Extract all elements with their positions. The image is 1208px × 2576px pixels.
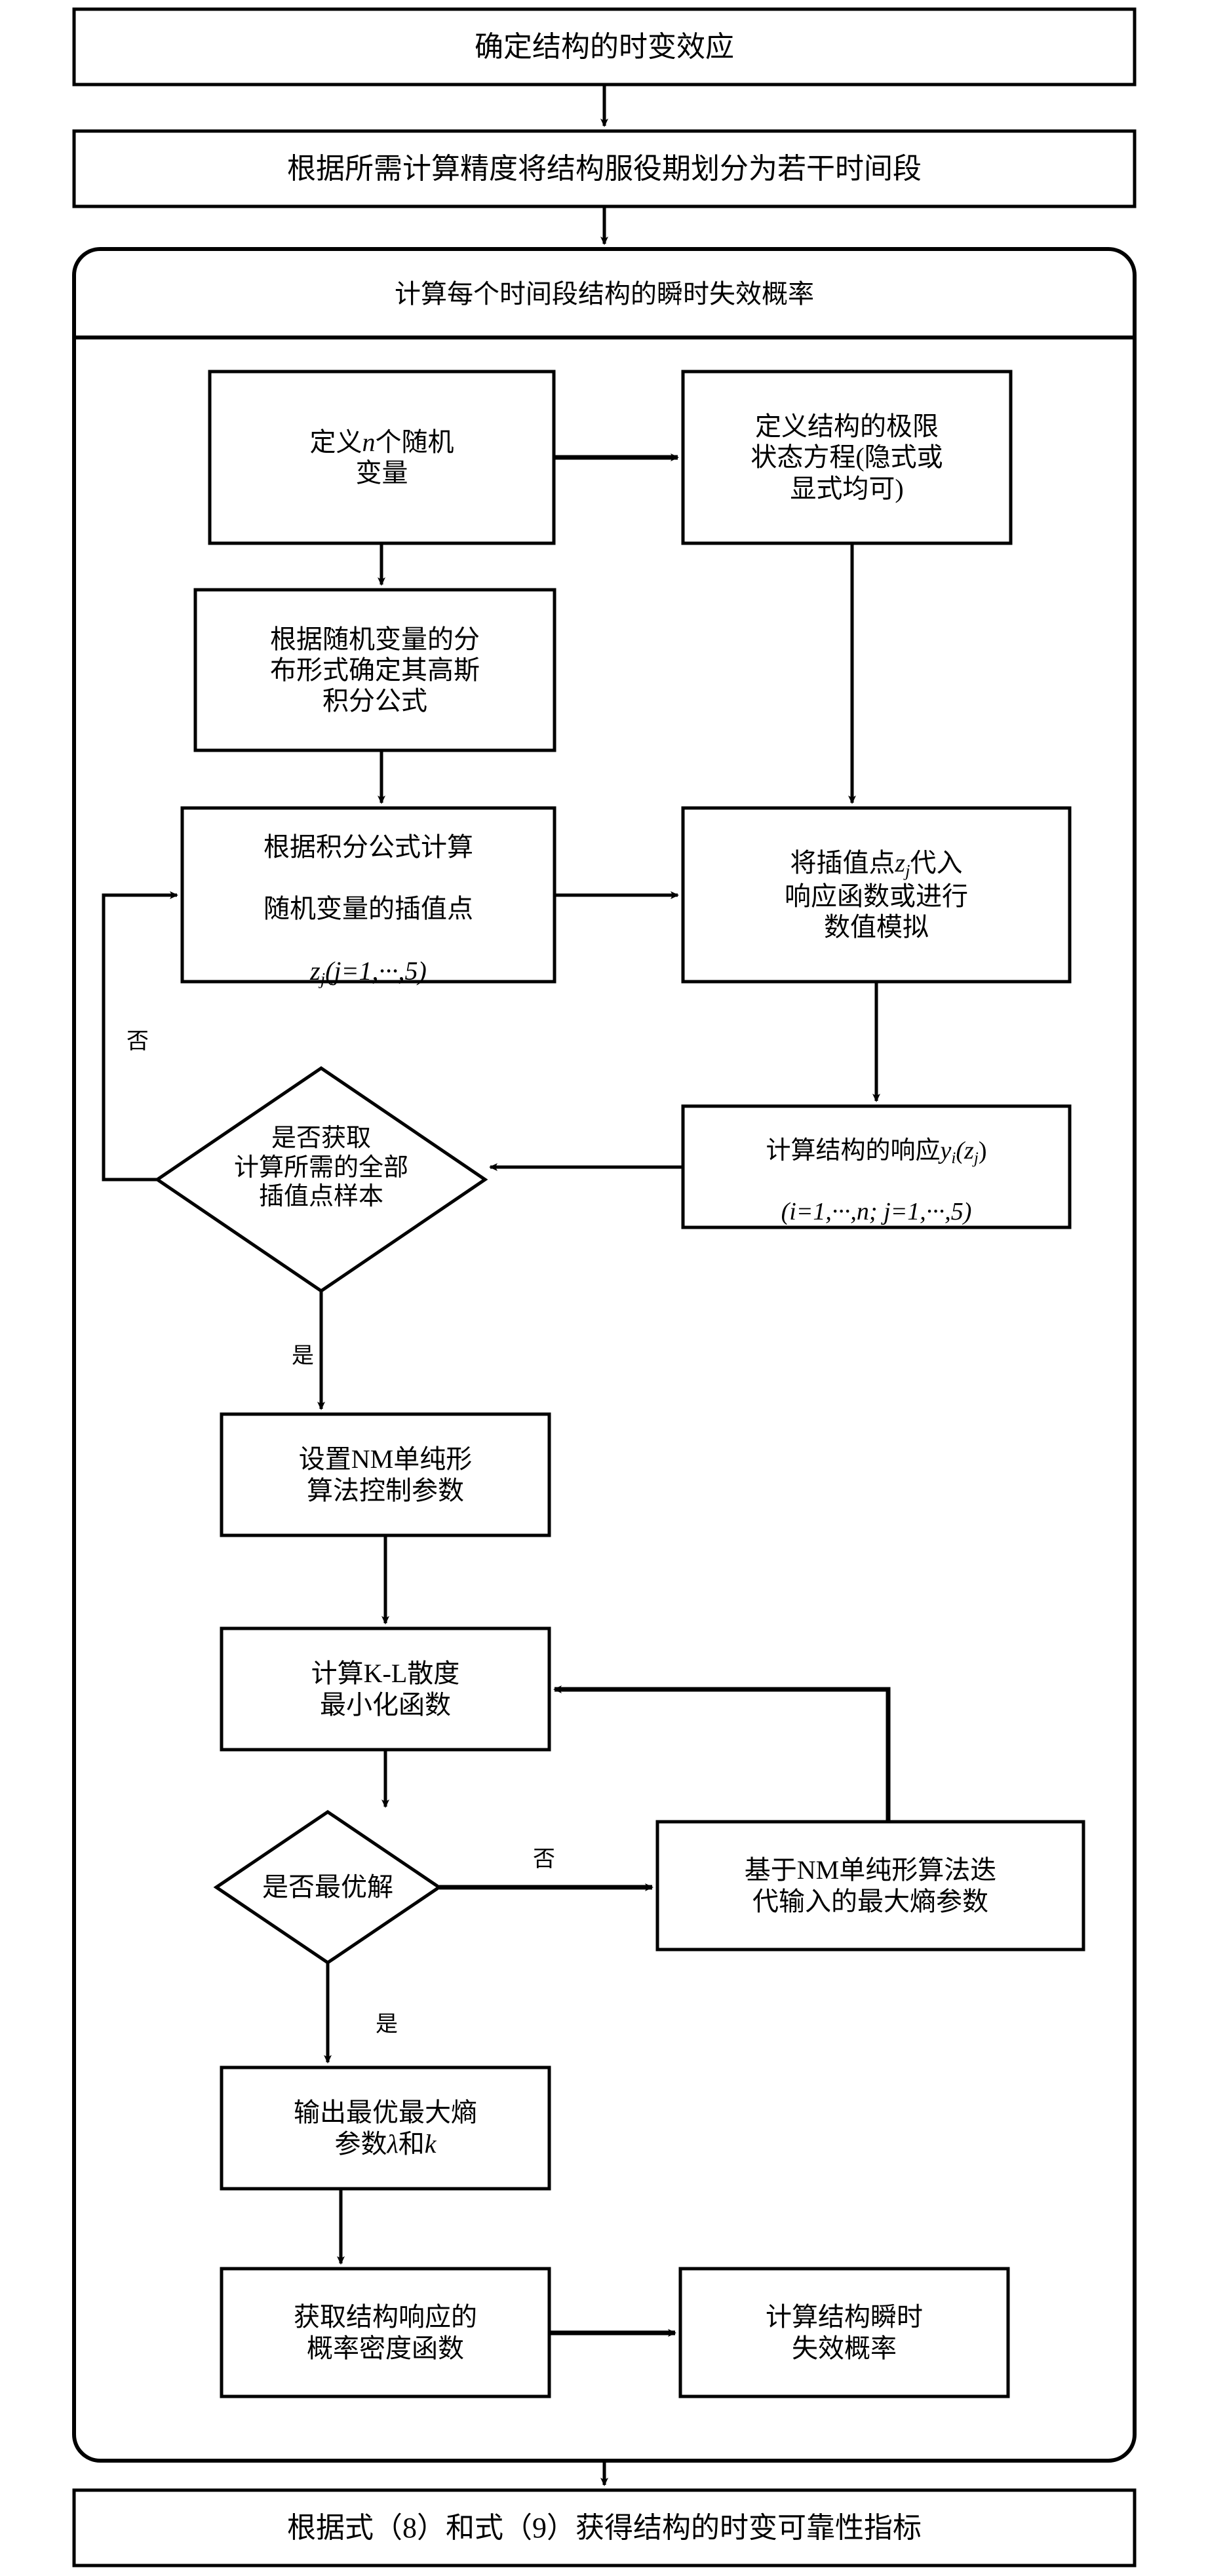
edge-label-samples-yes: 是 [292, 1343, 314, 1368]
shape-pdf-response [220, 2267, 551, 2398]
shape-kl-divergence [220, 1626, 551, 1752]
shape-define-vars [208, 370, 556, 545]
edge-decision-no-loop [102, 891, 178, 1182]
shape-substitute [681, 806, 1072, 984]
shape-output-params [220, 2066, 551, 2191]
shape-structure-response [681, 1104, 1072, 1229]
shape-nm-iterate [655, 1820, 1085, 1951]
edge-label-optimal-yes: 是 [376, 2012, 398, 2037]
shape-interp-points [180, 806, 556, 984]
shape-gauss-formula [193, 588, 556, 752]
edge-label-optimal-no: 否 [533, 1847, 555, 1872]
shape-nm-params [220, 1412, 551, 1537]
shape-decision-samples [154, 1066, 488, 1294]
shape-final-index [72, 2488, 1137, 2567]
shape-limit-state [681, 370, 1013, 545]
shape-divide-period [72, 129, 1137, 208]
shape-start [72, 7, 1137, 87]
shape-instant-failure [678, 2267, 1010, 2398]
edges [102, 85, 891, 2486]
edge-label-samples-no: 否 [127, 1029, 149, 1054]
node-shapes [72, 7, 1137, 2567]
edge-iterate-to-kl [553, 1685, 891, 1822]
